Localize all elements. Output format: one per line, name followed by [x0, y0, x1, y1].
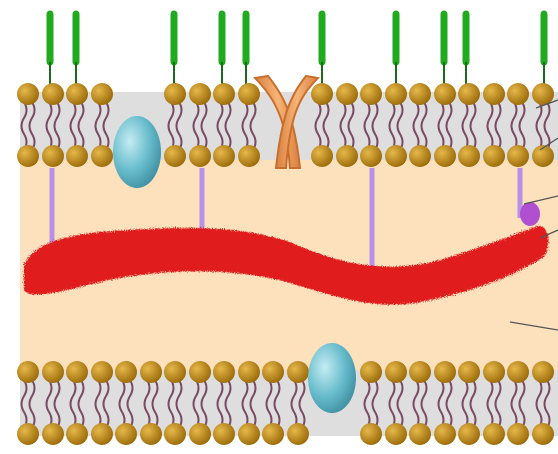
phospholipid-head: [213, 361, 235, 383]
phospholipid-head: [140, 423, 162, 445]
phospholipid-head: [164, 83, 186, 105]
phospholipid-head: [532, 423, 554, 445]
phospholipid-head: [458, 423, 480, 445]
phospholipid-head: [238, 145, 260, 167]
glycocalyx-layer: [50, 14, 544, 84]
phospholipid-head: [115, 423, 137, 445]
phospholipid-head: [164, 423, 186, 445]
phospholipid-head: [458, 145, 480, 167]
phospholipid-head: [507, 423, 529, 445]
phospholipid-head: [189, 145, 211, 167]
phospholipid-head: [66, 423, 88, 445]
phospholipid-head: [434, 145, 456, 167]
phospholipid-head: [238, 361, 260, 383]
phospholipid-head: [164, 361, 186, 383]
phospholipid-head: [360, 83, 382, 105]
phospholipid-head: [385, 145, 407, 167]
phospholipid-head: [66, 145, 88, 167]
phospholipid-head: [360, 145, 382, 167]
phospholipid-head: [213, 83, 235, 105]
phospholipid-head: [140, 361, 162, 383]
phospholipid-head: [311, 83, 333, 105]
phospholipid-head: [164, 145, 186, 167]
phospholipid-head: [189, 423, 211, 445]
phospholipid-head: [42, 145, 64, 167]
phospholipid-head: [507, 361, 529, 383]
phospholipid-head: [287, 423, 309, 445]
phospholipid-head: [385, 423, 407, 445]
phospholipid-head: [336, 145, 358, 167]
phospholipid-head: [336, 83, 358, 105]
phospholipid-head: [409, 83, 431, 105]
phospholipid-head: [66, 361, 88, 383]
phospholipid-head: [42, 361, 64, 383]
phospholipid-head: [238, 83, 260, 105]
peripheral-protein: [113, 116, 161, 188]
phospholipid-head: [507, 145, 529, 167]
phospholipid-head: [91, 145, 113, 167]
phospholipid-head: [42, 83, 64, 105]
phospholipid-head: [409, 145, 431, 167]
phospholipid-head: [91, 423, 113, 445]
phospholipid-head: [434, 423, 456, 445]
phospholipid-head: [17, 423, 39, 445]
phospholipid-head: [434, 83, 456, 105]
phospholipid-head: [483, 361, 505, 383]
anchor-knob: [520, 202, 540, 226]
phospholipid-head: [311, 145, 333, 167]
phospholipid-head: [483, 423, 505, 445]
phospholipid-head: [532, 361, 554, 383]
phospholipid-head: [385, 83, 407, 105]
phospholipid-head: [483, 83, 505, 105]
phospholipid-head: [238, 423, 260, 445]
phospholipid-head: [262, 361, 284, 383]
phospholipid-head: [213, 423, 235, 445]
integral-protein: [308, 343, 356, 413]
phospholipid-head: [42, 423, 64, 445]
phospholipid-head: [91, 83, 113, 105]
phospholipid-head: [66, 83, 88, 105]
phospholipid-head: [17, 145, 39, 167]
phospholipid-head: [17, 361, 39, 383]
phospholipid-head: [287, 361, 309, 383]
phospholipid-head: [483, 145, 505, 167]
phospholipid-head: [360, 361, 382, 383]
phospholipid-head: [458, 361, 480, 383]
phospholipid-head: [434, 361, 456, 383]
phospholipid-head: [115, 361, 137, 383]
phospholipid-head: [17, 83, 39, 105]
phospholipid-head: [507, 83, 529, 105]
phospholipid-head: [409, 361, 431, 383]
phospholipid-head: [409, 423, 431, 445]
phospholipid-head: [189, 361, 211, 383]
phospholipid-head: [458, 83, 480, 105]
phospholipid-head: [213, 145, 235, 167]
phospholipid-head: [385, 361, 407, 383]
phospholipid-head: [91, 361, 113, 383]
phospholipid-head: [360, 423, 382, 445]
phospholipid-head: [262, 423, 284, 445]
phospholipid-head: [532, 83, 554, 105]
phospholipid-head: [189, 83, 211, 105]
